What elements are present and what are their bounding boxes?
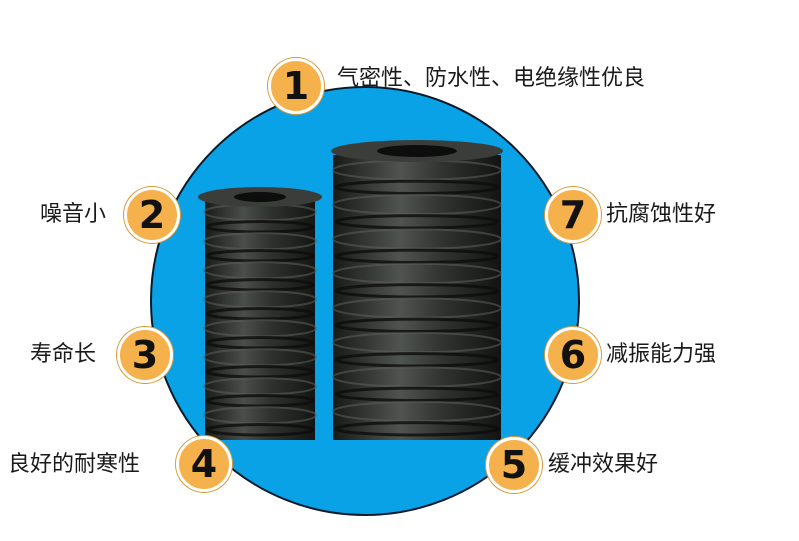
feature-label: 气密性、防水性、电绝缘性优良 — [337, 66, 646, 91]
spring-ring-groove — [334, 283, 500, 299]
feature-number-badge: 6 — [545, 327, 601, 383]
feature-number-badge: 4 — [176, 436, 232, 492]
spring-ring-groove — [334, 317, 500, 333]
rubber-spring-illustration — [198, 140, 503, 440]
feature-number-badge: 7 — [545, 187, 601, 243]
spring-ring-groove — [334, 386, 500, 403]
feature-label: 抗腐蚀性好 — [606, 202, 717, 227]
spring-ring-groove — [334, 421, 500, 437]
spring-ring-groove — [205, 394, 315, 408]
feature-number-badge: 5 — [486, 437, 542, 493]
feature-label: 减振能力强 — [606, 342, 717, 367]
spring-ring-groove — [205, 307, 315, 321]
spring-ring-groove — [205, 249, 315, 263]
spring-ring-groove — [334, 352, 500, 368]
small-rubber-spring — [198, 187, 322, 440]
spring-ring-groove — [205, 336, 315, 350]
feature-label: 寿命长 — [30, 342, 97, 367]
spring-ring-groove — [334, 214, 500, 230]
spring-ring-groove — [205, 423, 315, 437]
feature-label: 噪音小 — [40, 202, 107, 227]
spring-ring-groove — [205, 220, 315, 234]
large-rubber-spring — [331, 140, 503, 440]
feature-number-badge: 1 — [268, 58, 324, 114]
feature-number-badge: 2 — [124, 187, 180, 243]
feature-number-badge: 3 — [117, 327, 173, 383]
spring-ring-groove — [334, 248, 500, 265]
feature-label: 良好的耐寒性 — [8, 452, 141, 477]
spring-ring-groove — [205, 278, 315, 292]
spring-ring-groove — [334, 179, 500, 196]
feature-label: 缓冲效果好 — [548, 452, 659, 477]
spring-ring-groove — [205, 365, 315, 379]
